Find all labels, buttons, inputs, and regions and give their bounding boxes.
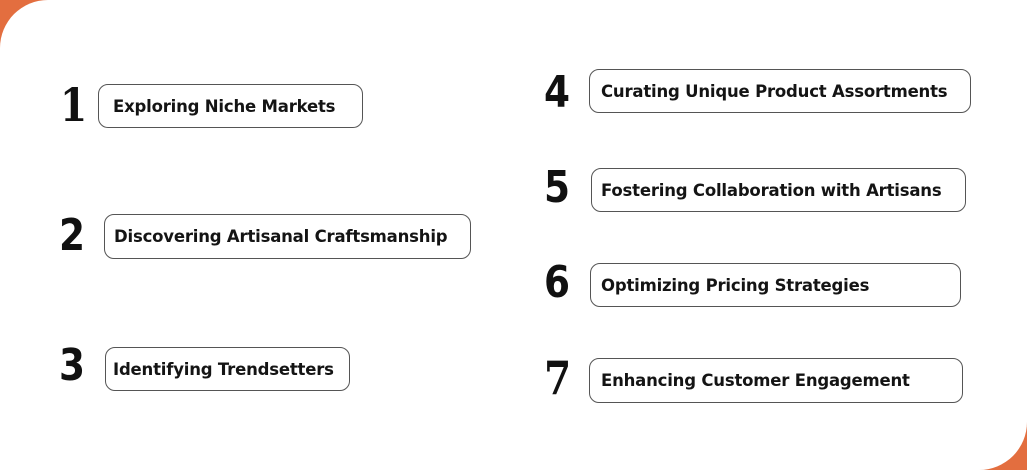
step-number-1: 1: [60, 78, 88, 132]
step-number-2: 2: [59, 210, 86, 261]
step-number-4: 4: [544, 67, 571, 118]
step-number-3: 3: [59, 340, 86, 391]
step-label-6: Optimizing Pricing Strategies: [590, 263, 961, 307]
step-label-1: Exploring Niche Markets: [98, 84, 363, 128]
step-number-7: 7: [544, 351, 572, 405]
step-label-5: Fostering Collaboration with Artisans: [591, 168, 966, 212]
step-number-5: 5: [544, 162, 571, 213]
step-label-2: Discovering Artisanal Craftsmanship: [104, 214, 471, 259]
step-number-6: 6: [544, 257, 571, 308]
step-label-3: Identifying Trendsetters: [105, 347, 350, 391]
step-label-4: Curating Unique Product Assortments: [589, 69, 971, 113]
step-label-7: Enhancing Customer Engagement: [589, 358, 963, 403]
